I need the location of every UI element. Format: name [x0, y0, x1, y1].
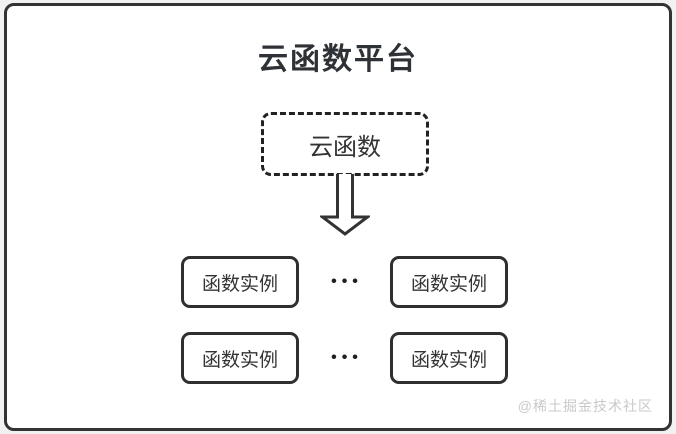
function-instance-node: 函数实例 [181, 332, 299, 384]
function-instance-node: 函数实例 [390, 256, 508, 308]
watermark: @稀土掘金技术社区 [517, 398, 653, 414]
function-instance-node: 函数实例 [181, 256, 299, 308]
function-instance-node: 函数实例 [390, 332, 508, 384]
cloud-function-label: 云函数 [309, 133, 381, 161]
diagram-frame: 云函数平台 云函数 函数实例 ••• 函数实例 函数实例 ••• 函数实例 @稀… [4, 3, 672, 431]
function-instance-label: 函数实例 [201, 349, 278, 371]
function-instance-label: 函数实例 [410, 273, 487, 295]
function-instance-label: 函数实例 [201, 273, 278, 295]
down-arrow-icon [320, 174, 370, 236]
diagram-title: 云函数平台 [258, 43, 418, 76]
function-instance-label: 函数实例 [410, 349, 487, 371]
ellipsis-dots: ••• [331, 273, 363, 290]
ellipsis-dots: ••• [331, 349, 363, 366]
cloud-function-node: 云函数 [261, 112, 429, 176]
